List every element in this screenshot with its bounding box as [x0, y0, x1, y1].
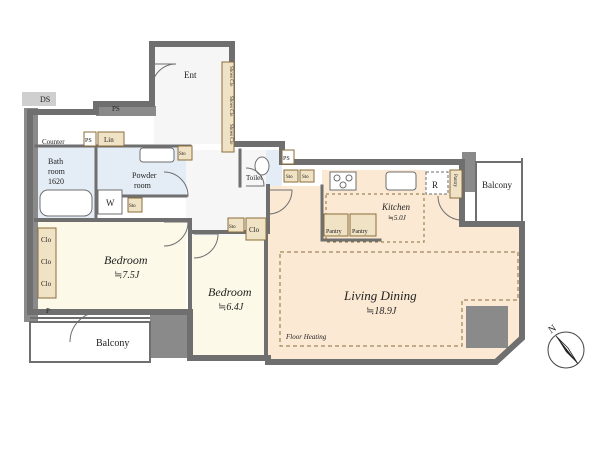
- shoes-clo-label-1: Shoes Clo: [228, 66, 233, 87]
- ps-box-mid: [83, 131, 97, 147]
- sto-toilet1-label: Sto: [286, 175, 293, 180]
- r-label: R: [432, 180, 438, 190]
- clo-label-3: Clo: [41, 280, 52, 288]
- bath-size-label: 1620: [48, 177, 64, 186]
- balcony-bottom-label: Balcony: [96, 338, 129, 349]
- sto-powder-box: [177, 145, 193, 161]
- kitchen-size-label: ≒5.0J: [388, 214, 407, 222]
- column-se: [466, 306, 508, 348]
- clo-mid-label: Clo: [249, 226, 260, 234]
- kitchen-outline: [325, 193, 425, 243]
- floor-heating-zone: [279, 251, 519, 347]
- lin-label: Lin: [104, 136, 114, 144]
- pantry-right-label: Pantry: [452, 174, 457, 188]
- ent-label: Ent: [184, 70, 197, 80]
- shoes-clo-label-2: Shoes Clo: [228, 96, 233, 117]
- sto-toilet-box-2: [299, 169, 315, 183]
- pantry1-label: Pantry: [326, 229, 342, 235]
- pantry-box-2: [349, 213, 377, 237]
- powder-door[interactable]: [163, 171, 189, 197]
- closets: [37, 61, 463, 299]
- bedroom2-area: [192, 232, 264, 360]
- balcony-right-door[interactable]: [437, 195, 463, 221]
- clo-label-2: Clo: [41, 258, 52, 266]
- bedroom1-label: Bedroom: [104, 253, 148, 267]
- bedroom2-size-label: ≒6.4J: [218, 302, 244, 313]
- p-label: P: [46, 307, 50, 315]
- living-dining-label: Living Dining: [343, 288, 417, 303]
- ps-toilet-label: PS: [283, 156, 290, 162]
- powder-label: Powder: [132, 171, 157, 180]
- pantry-box-1: [323, 213, 349, 237]
- balcony-bottom-door[interactable]: [69, 311, 101, 343]
- mid-closet: [245, 217, 267, 241]
- fixtures: [39, 147, 449, 217]
- pipe-shaft-ds: [22, 92, 56, 106]
- w-label: W: [106, 198, 115, 208]
- clo-label-1: Clo: [41, 236, 52, 244]
- doors: [69, 63, 463, 343]
- sto-toilet2-label: Sto: [302, 175, 309, 180]
- column-top: [96, 106, 156, 116]
- bedroom2-label: Bedroom: [208, 285, 252, 299]
- bedroom1-area: [36, 222, 186, 314]
- pantry-right-box: [449, 169, 463, 199]
- sto-toilet-box-1: [283, 169, 299, 183]
- toilet-door[interactable]: [245, 167, 265, 187]
- ps-box-toilet: [281, 149, 295, 165]
- bedroom2-door[interactable]: [193, 233, 219, 259]
- labels: DS PS PS PS Ent Counter Lin Sto Bath roo…: [40, 66, 512, 349]
- column-right-top: [462, 152, 476, 192]
- bath-label: Bath: [48, 157, 63, 166]
- sto-w-label: Sto: [129, 204, 136, 209]
- bedroom1-closet: [37, 227, 57, 299]
- compass: N: [546, 323, 585, 369]
- bath-label2: room: [48, 167, 66, 176]
- floor-heating-label: Floor Heating: [285, 333, 327, 341]
- kitchen-sink: [385, 171, 417, 191]
- sto-mid-label: Sto: [229, 225, 236, 230]
- pantry2-label: Pantry: [352, 229, 368, 235]
- column-sw: [150, 312, 188, 358]
- ds-label: DS: [40, 95, 50, 104]
- washbasin: [139, 147, 175, 163]
- fridge: [425, 171, 449, 195]
- bedroom1-door[interactable]: [163, 221, 189, 247]
- ps-top-label: PS: [112, 105, 120, 113]
- kitchen-label: Kitchen: [381, 202, 410, 212]
- shoes-clo-label-3: Shoes Clo: [228, 124, 233, 145]
- balcony-right-label: Balcony: [482, 180, 512, 190]
- counter-label: Counter: [42, 138, 65, 146]
- entrance-door[interactable]: [151, 63, 177, 89]
- entrance-area: [154, 44, 232, 144]
- lin-box: [97, 131, 125, 147]
- balcony-right: [475, 158, 523, 224]
- balcony-bottom: [29, 317, 151, 363]
- living-size-label: ≒18.9J: [366, 306, 397, 317]
- living-door[interactable]: [267, 189, 293, 215]
- shoes-closet: [221, 61, 235, 153]
- toilet-bowl: [254, 156, 270, 176]
- bathtub: [39, 189, 93, 217]
- ps-mid-label: PS: [85, 138, 92, 144]
- washer: [97, 189, 123, 215]
- sto-w-box: [127, 197, 143, 213]
- mid-storage: [227, 217, 245, 233]
- compass-ring: [547, 331, 585, 369]
- sto-powder-label: Sto: [179, 152, 186, 157]
- bedroom1-size-label: ≒7.5J: [114, 270, 140, 281]
- powder-label2: room: [134, 181, 152, 190]
- toilet-label: Toilet: [246, 174, 262, 182]
